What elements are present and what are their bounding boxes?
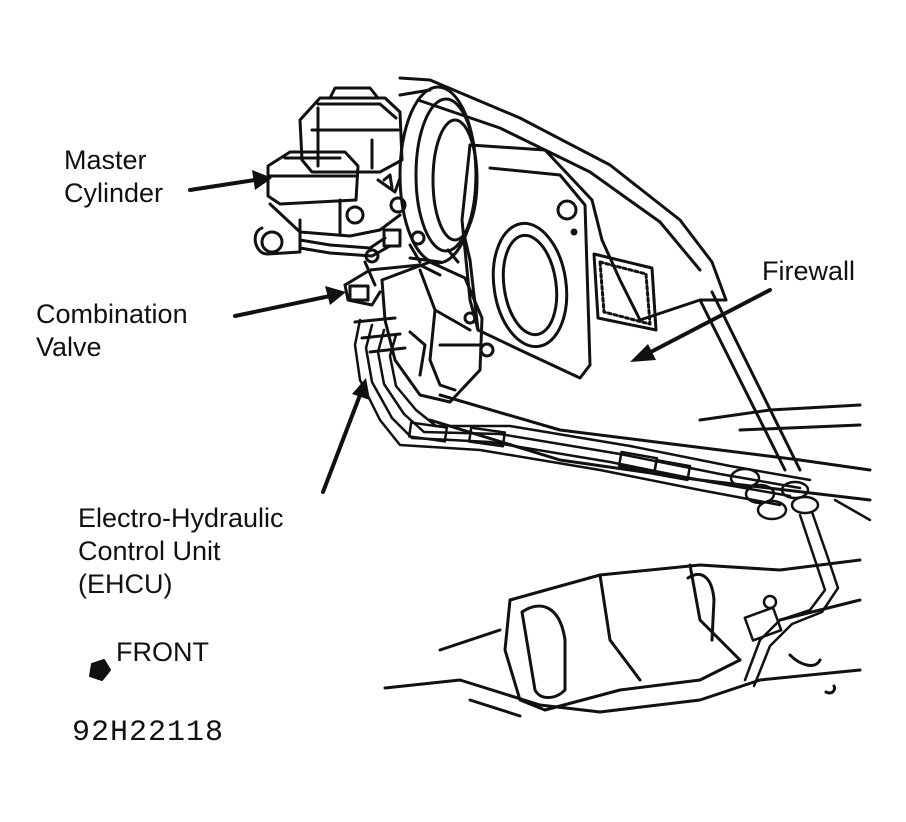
- arrowhead-combination-valve: [325, 286, 346, 305]
- label-ehcu: Electro-Hydraulic Control Unit (EHCU): [78, 502, 284, 601]
- front-direction-marker: [89, 659, 111, 681]
- label-ehcu-line-3: (EHCU): [78, 569, 173, 599]
- figure-code: 92H22118: [72, 716, 225, 750]
- arrowhead-master-cylinder: [252, 170, 272, 190]
- label-master-cylinder-line-1: Master: [64, 145, 147, 175]
- arrow-firewall: [643, 288, 772, 357]
- arrow-heads: [252, 170, 656, 400]
- frame-rails-drawing: [383, 393, 872, 718]
- label-combination-valve-line-1: Combination: [36, 299, 188, 329]
- label-front: FRONT: [116, 637, 209, 667]
- brake-booster-drawing: [398, 85, 480, 332]
- label-combination-valve-line-2: Valve: [36, 332, 102, 362]
- arrowhead-firewall: [630, 344, 656, 362]
- label-ehcu-line-1: Electro-Hydraulic: [78, 503, 284, 533]
- callout-arrows: [188, 178, 772, 494]
- combination-valve-drawing: [343, 230, 460, 307]
- firewall-drawing: [398, 76, 802, 472]
- arrowhead-ehcu: [352, 378, 370, 400]
- ehcu-drawing: [353, 260, 495, 404]
- arrow-ehcu: [321, 393, 362, 494]
- label-firewall: Firewall: [762, 256, 856, 286]
- master-cylinder-drawing: [253, 86, 407, 258]
- label-master-cylinder: Master Cylinder: [64, 144, 163, 210]
- arrow-combination-valve: [233, 294, 332, 318]
- label-combination-valve: Combination Valve: [36, 298, 188, 364]
- label-master-cylinder-line-2: Cylinder: [64, 178, 164, 208]
- arrow-master-cylinder: [188, 178, 257, 192]
- brake-lines-drawing: [353, 318, 872, 688]
- label-ehcu-line-2: Control Unit: [78, 536, 221, 566]
